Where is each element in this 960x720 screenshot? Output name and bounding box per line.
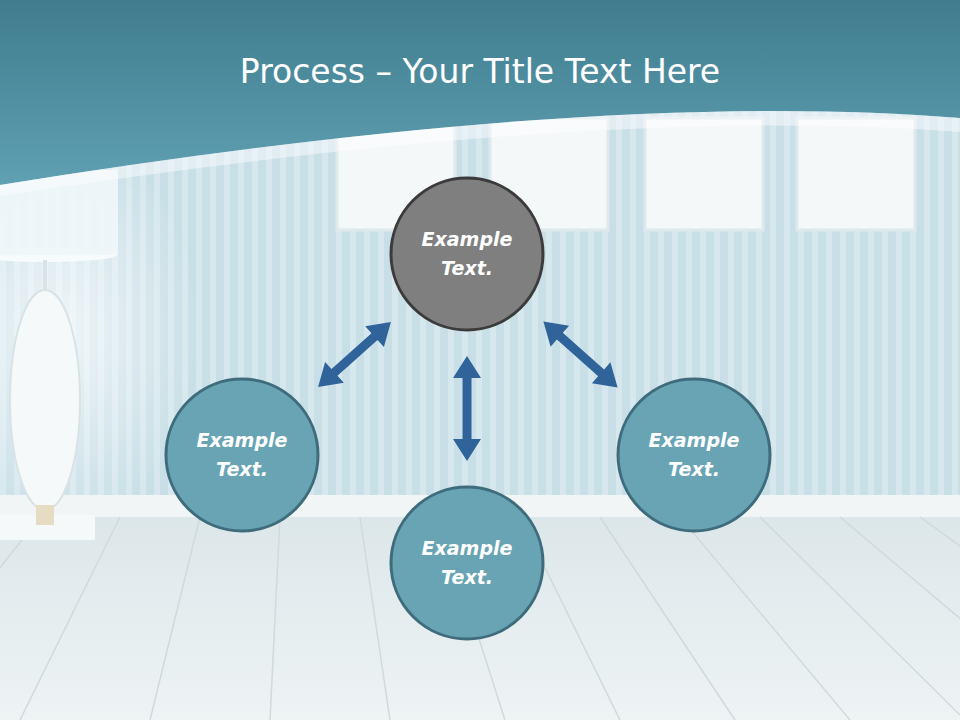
circle-outline [389, 485, 545, 641]
node-label: Example Text. [415, 534, 519, 592]
double-arrow [318, 322, 391, 387]
double-arrow [543, 322, 617, 388]
process-circle: Example Text. [164, 377, 320, 533]
process-circle: Example Text. [389, 176, 545, 332]
double-arrow [453, 356, 481, 461]
slide-title: Process – Your Title Text Here [0, 52, 960, 91]
node-label: Example Text. [642, 426, 746, 484]
circle-outline [616, 377, 772, 533]
node-label: Example Text. [415, 225, 519, 283]
circle-outline [164, 377, 320, 533]
node-label: Example Text. [190, 426, 294, 484]
process-circle: Example Text. [616, 377, 772, 533]
process-circle: Example Text. [389, 485, 545, 641]
circle-outline [389, 176, 545, 332]
